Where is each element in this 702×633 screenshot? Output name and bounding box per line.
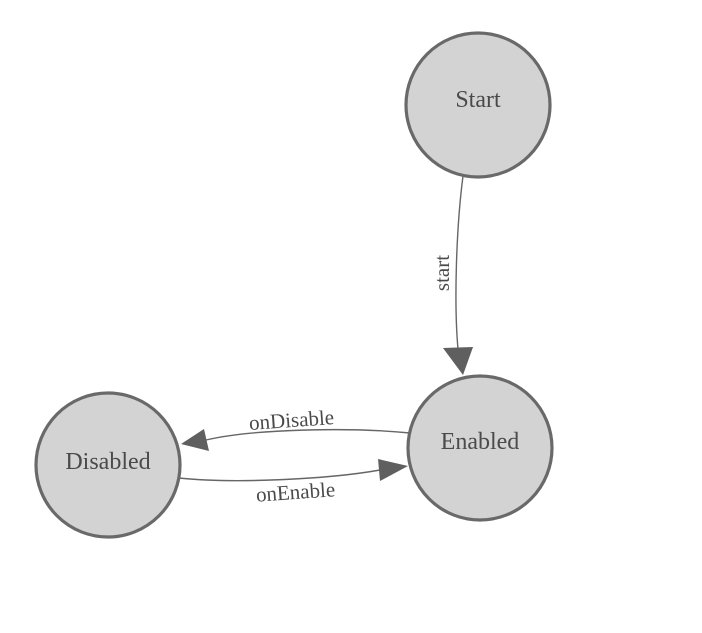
state-node-disabled-circle [34,391,182,539]
state-node-enabled-label: Enabled [441,429,520,455]
state-node-enabled: Enabled [406,374,554,522]
edge-label-start: start [430,255,454,291]
edge-label-ondisable: onDisable [248,405,335,435]
arrowhead-left-icon [181,429,209,451]
state-node-disabled-label: Disabled [65,449,150,475]
state-node-start-circle [404,31,552,179]
state-node-start: Start [404,31,552,179]
edge-line-enabled-to-disabled [205,429,411,441]
state-node-disabled: Disabled [34,391,182,539]
edge-enabled-to-disabled: onDisable [181,405,411,451]
arrowhead-right-icon [378,459,408,481]
arrowhead-down-icon [443,347,473,375]
edge-line-disabled-to-enabled [178,469,381,482]
state-node-start-label: Start [455,87,501,113]
edge-line-start-to-enabled [455,175,464,350]
edge-label-onenable: onEnable [255,477,336,506]
edge-start-to-enabled: start [430,175,473,375]
edge-disabled-to-enabled: onEnable [178,459,408,507]
state-node-enabled-circle [406,374,554,522]
